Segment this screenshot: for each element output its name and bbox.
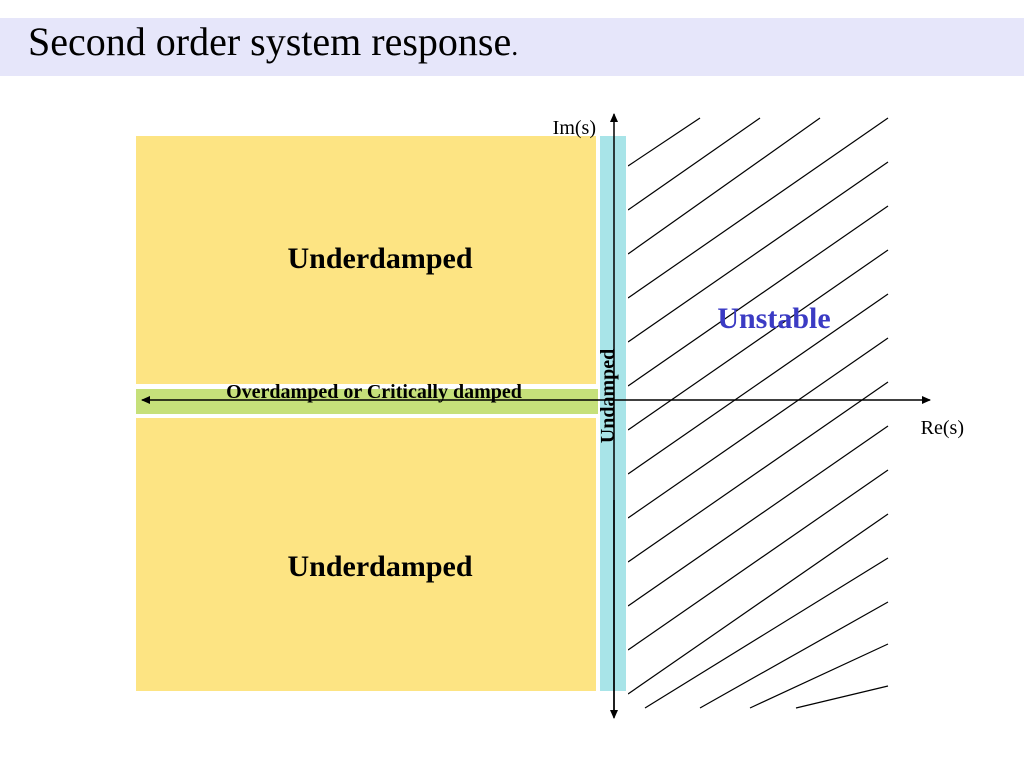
unstable-label: Unstable: [717, 302, 830, 335]
overdamped-label: Overdamped or Critically damped: [226, 381, 522, 403]
underdamped-upper-region: [136, 136, 596, 384]
unstable-hatching: [628, 117, 889, 709]
underdamped-lower-label: Underdamped: [287, 550, 472, 583]
page-title: Second order system response.: [28, 22, 518, 62]
imaginary-axis-label: Im(s): [553, 117, 596, 139]
undamped-label: Undamped: [597, 349, 619, 443]
underdamped-lower-region: [136, 418, 596, 691]
underdamped-upper-label: Underdamped: [287, 242, 472, 275]
title-text: Second order system response: [28, 19, 512, 64]
overdamped-band: [136, 389, 598, 414]
title-suffix: .: [511, 31, 519, 62]
undamped-strip: [600, 136, 626, 691]
title-bar: [0, 18, 1024, 76]
real-axis-label: Re(s): [921, 417, 964, 439]
